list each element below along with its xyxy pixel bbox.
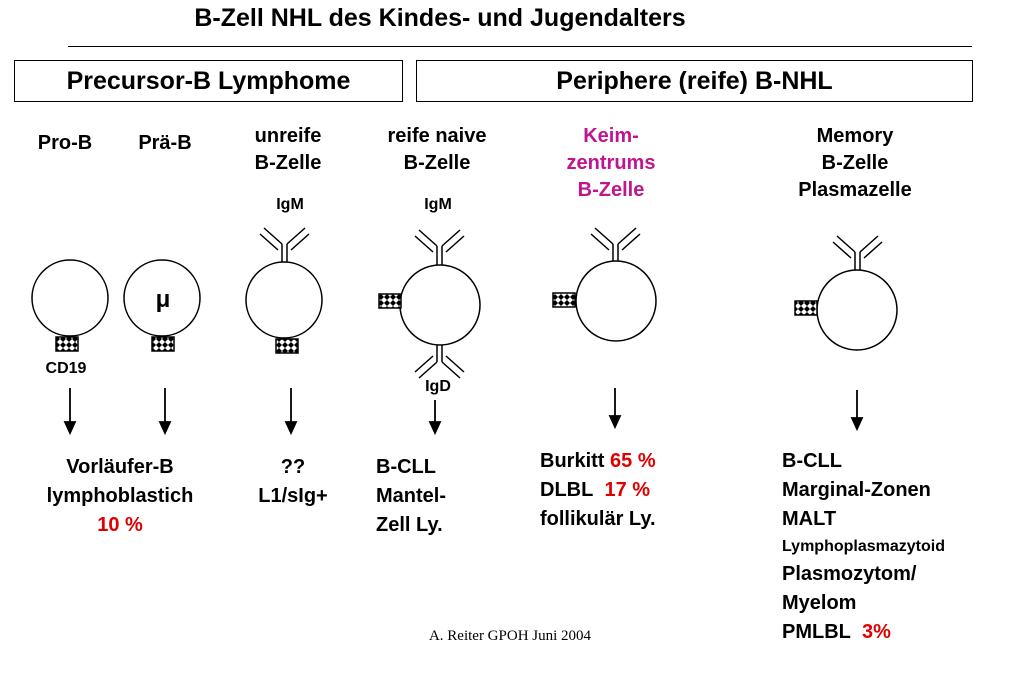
igd-label: IgD	[425, 378, 451, 395]
burkitt-percent: 65 %	[610, 450, 656, 472]
pmlbl-label: PMLBL	[782, 621, 851, 643]
stage-naive-line1: reife naive	[387, 125, 487, 147]
stage-memory-line2: B-Zelle	[821, 152, 889, 174]
outcome-memory-l6: Myelom	[782, 592, 857, 614]
group-precursor-label: Precursor-B Lymphome	[66, 66, 351, 95]
stage-immature-line1: unreife	[254, 125, 322, 147]
immature-receptor	[275, 338, 299, 354]
arrow-germinal	[608, 388, 622, 430]
group-peripheral-box: Periphere (reife) B-NHL	[416, 60, 973, 102]
arrow-pre-b	[158, 388, 172, 436]
outcome-burkitt: Burkitt 65 %	[540, 447, 720, 476]
pro-b-cell	[31, 259, 109, 337]
arrow-immature	[284, 388, 298, 436]
outcome-naive-line2: Mantel-	[376, 485, 446, 507]
memory-receptor	[794, 300, 818, 316]
outcome-memory-l4: Lymphoplasmazytoid	[782, 538, 945, 555]
outcome-germinal: Burkitt 65 % DLBL 17 % follikulär Ly.	[540, 447, 720, 534]
outcome-memory-l3: MALT	[782, 508, 837, 530]
outcome-memory-l2: Marginal-Zonen	[782, 479, 931, 501]
group-peripheral-label: Periphere (reife) B-NHL	[556, 66, 833, 95]
stage-mature-naive: reife naive B-Zelle	[366, 123, 508, 177]
burkitt-label: Burkitt	[540, 450, 605, 472]
stage-pre-b: Prä-B	[138, 132, 192, 154]
igm-naive-label: IgM	[424, 196, 452, 213]
stage-memory-line3: Plasmazelle	[798, 179, 912, 201]
immature-igm-antibody	[259, 227, 310, 262]
pre-b-receptor	[151, 336, 175, 352]
outcome-dlbl: DLBL 17 %	[540, 476, 720, 505]
stage-gc-line3: B-Zelle	[577, 179, 645, 201]
group-precursor-box: Precursor-B Lymphome	[14, 60, 403, 102]
outcome-precursor-line1: Vorläufer-B	[66, 456, 174, 478]
dlbl-label: DLBL	[540, 479, 594, 501]
outcome-memory-l5: Plasmozytom/	[782, 563, 917, 585]
stage-memory-line1: Memory	[816, 125, 894, 147]
stage-memory: Memory B-Zelle Plasmazelle	[770, 123, 940, 204]
naive-receptor	[378, 293, 402, 309]
stage-naive-line2: B-Zelle	[403, 152, 471, 174]
outcome-precursor-line2: lymphoblastich	[46, 485, 194, 507]
outcome-memory: B-CLL Marginal-Zonen MALT Lymphoplasmazy…	[782, 447, 1002, 647]
outcome-memory-l7: PMLBL 3%	[782, 618, 1002, 647]
stage-germinal-center: Keim- zentrums B-Zelle	[540, 123, 682, 204]
memory-antibody	[832, 235, 883, 270]
mu-chain-label: μ	[155, 286, 171, 313]
outcome-naive-line1: B-CLL	[376, 456, 436, 478]
footer-credit: A. Reiter GPOH Juni 2004	[428, 628, 592, 644]
stage-pro-b: Pro-B	[37, 132, 93, 154]
naive-igm-antibody	[414, 229, 465, 265]
outcome-memory-l1: B-CLL	[782, 450, 842, 472]
cd19-label: CD19	[45, 360, 87, 377]
immature-cell	[245, 261, 323, 339]
pmlbl-percent: 3%	[862, 621, 891, 643]
outcome-naive: B-CLL Mantel- Zell Ly.	[376, 453, 496, 540]
naive-cell	[399, 264, 481, 346]
outcome-immature-line1: ??	[280, 456, 306, 478]
stage-gc-line2: zentrums	[566, 152, 656, 174]
stage-gc-line1: Keim-	[583, 125, 639, 147]
outcome-immature: ?? L1/sIg+	[244, 453, 342, 511]
germinal-antibody	[590, 227, 641, 261]
dlbl-percent: 17 %	[604, 479, 651, 501]
pro-b-cd19-receptor	[55, 336, 79, 352]
outcome-immature-line2: L1/sIg+	[258, 485, 328, 507]
arrow-memory	[850, 390, 864, 432]
memory-cell	[816, 269, 898, 351]
outcome-precursor-percent: 10 %	[97, 514, 143, 536]
germinal-cell	[575, 260, 657, 342]
outcome-naive-line3: Zell Ly.	[376, 514, 443, 536]
germinal-receptor	[552, 292, 576, 308]
page-title: B-Zell NHL des Kindes- und Jugendalters	[194, 4, 686, 32]
outcome-precursor: Vorläufer-B lymphoblastich 10 %	[20, 453, 220, 540]
arrow-naive	[428, 400, 442, 436]
arrow-pro-b	[63, 388, 77, 436]
stage-immature-line2: B-Zelle	[254, 152, 322, 174]
naive-igd-antibody	[414, 345, 465, 379]
title-divider	[68, 46, 972, 47]
stage-immature: unreife B-Zelle	[226, 123, 350, 177]
igm-immature-label: IgM	[276, 196, 304, 213]
outcome-follicular: follikulär Ly.	[540, 508, 656, 530]
